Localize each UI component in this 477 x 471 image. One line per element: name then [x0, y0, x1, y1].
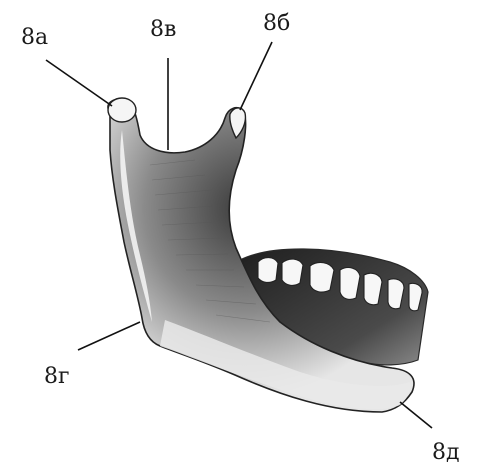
leader-8d: [400, 402, 432, 428]
label-chin: 8д: [432, 442, 460, 464]
label-mandibular-angle: 8г: [44, 366, 70, 388]
label-mandibular-notch: 8в: [150, 19, 176, 41]
condylar-process: [108, 98, 136, 122]
leader-8b: [240, 42, 272, 110]
leader-8g: [78, 322, 140, 350]
label-condylar-process: 8а: [21, 27, 48, 49]
label-coronoid-process: 8б: [263, 13, 290, 35]
leader-8a: [46, 60, 112, 106]
